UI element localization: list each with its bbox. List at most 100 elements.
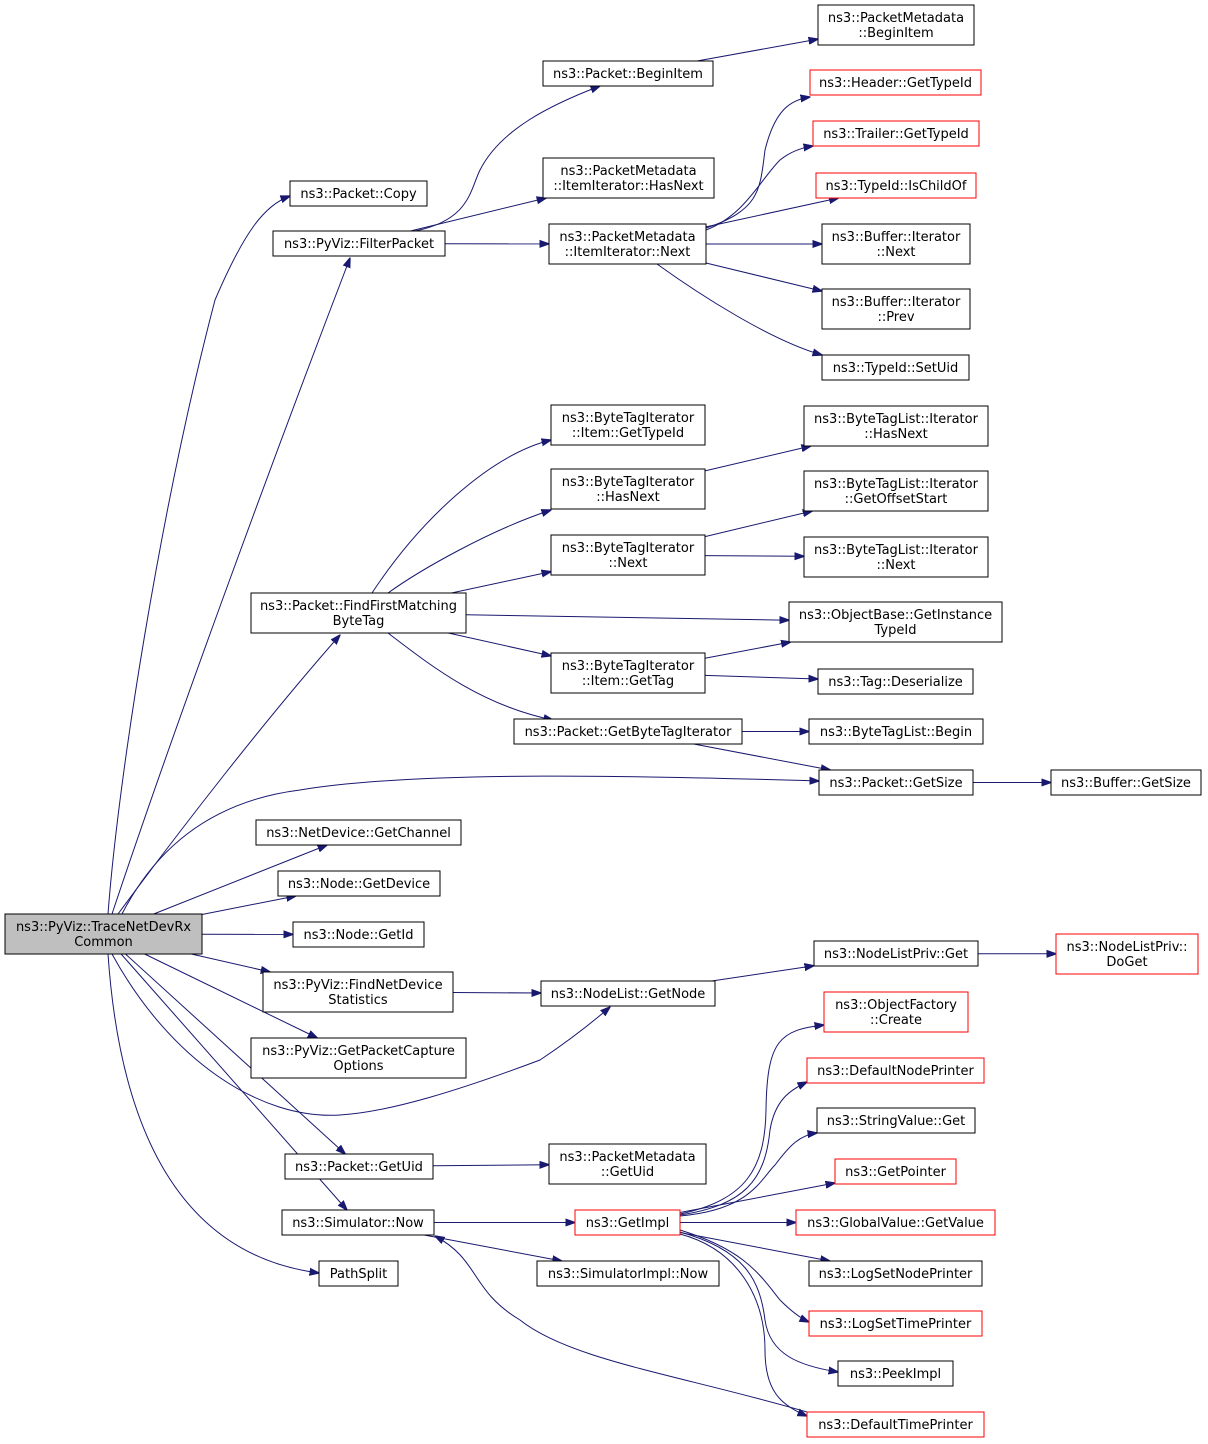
function-node-pm_beginitem[interactable]: ns3::PacketMetadata::BeginItem [817, 4, 975, 46]
node-box [550, 468, 706, 510]
function-node-simulator_now[interactable]: ns3::Simulator::Now [281, 1209, 435, 1236]
node-box [834, 1158, 957, 1185]
node-label-line: ns3::Packet::GetByteTagIterator [525, 725, 733, 740]
node-box [262, 971, 454, 1013]
call-edge-bti_next-to-btl_next [704, 556, 804, 557]
call-edge-bti_item_gettag-to-tag_deserialize [704, 675, 818, 679]
node-box [281, 1209, 435, 1236]
node-box [1055, 933, 1199, 975]
node-box [277, 870, 441, 897]
node-label-line: ns3::Tag::Deserialize [828, 675, 963, 690]
node-label-line: ns3::ObjectBase::GetInstance [799, 608, 992, 623]
function-node-bti_hasnext[interactable]: ns3::ByteTagIterator::HasNext [550, 468, 706, 510]
node-label-line: ns3::ByteTagList::Begin [820, 725, 972, 740]
function-node-bti_item_gettypeid[interactable]: ns3::ByteTagIterator::Item::GetTypeId [550, 404, 706, 446]
call-edge-root-to-getpacketcaptureoptions [144, 953, 318, 1038]
function-node-netdevice_getchannel[interactable]: ns3::NetDevice::GetChannel [255, 819, 462, 846]
call-edge-root-to-pathsplit [107, 953, 319, 1273]
node-label-line: ns3::TypeId::IsChildOf [826, 179, 967, 194]
function-node-packet_getuid[interactable]: ns3::Packet::GetUid [284, 1153, 434, 1180]
function-node-pm_hasnext[interactable]: ns3::PacketMetadata::ItemIterator::HasNe… [542, 157, 715, 199]
function-node-typeid_ischildof[interactable]: ns3::TypeId::IsChildOf [815, 172, 977, 199]
function-node-peekimpl[interactable]: ns3::PeekImpl [837, 1360, 954, 1387]
node-label-line: Statistics [328, 993, 388, 1008]
function-node-btl_getoffsetstart[interactable]: ns3::ByteTagList::Iterator::GetOffsetSta… [803, 470, 989, 512]
function-node-typeid_setuid[interactable]: ns3::TypeId::SetUid [821, 354, 970, 381]
call-edge-getimpl-to-getpointer [679, 1183, 835, 1213]
call-edge-pm_next-to-buf_prev [705, 262, 822, 291]
node-label-line: ::GetOffsetStart [845, 492, 948, 507]
function-node-getpointer[interactable]: ns3::GetPointer [834, 1158, 957, 1185]
node-box [550, 534, 706, 576]
function-node-filterpacket[interactable]: ns3::PyViz::FilterPacket [272, 230, 446, 257]
function-node-getbytetagiterator[interactable]: ns3::Packet::GetByteTagIterator [513, 718, 743, 745]
function-node-bti_item_gettag[interactable]: ns3::ByteTagIterator::Item::GetTag [550, 652, 706, 694]
node-label-line: ns3::Node::GetId [304, 928, 414, 943]
function-node-packet_getsize[interactable]: ns3::Packet::GetSize [818, 769, 974, 796]
function-node-beginitem[interactable]: ns3::Packet::BeginItem [542, 60, 714, 87]
call-edge-getimpl-to-stringvalue_get [679, 1133, 817, 1217]
node-label-line: ns3::PyViz::FilterPacket [284, 237, 434, 252]
function-node-copy[interactable]: ns3::Packet::Copy [289, 180, 428, 207]
node-label-line: TypeId [874, 623, 917, 638]
call-edge-getimpl-to-defaulttimeprinter [679, 1233, 807, 1416]
function-node-node_getdevice[interactable]: ns3::Node::GetDevice [277, 870, 441, 897]
call-edge-getimpl-to-logsetnodeprinter [679, 1232, 830, 1262]
node-box [536, 1260, 720, 1287]
function-node-buf_prev[interactable]: ns3::Buffer::Iterator::Prev [821, 288, 971, 330]
function-node-btl_begin[interactable]: ns3::ByteTagList::Begin [808, 718, 984, 745]
node-box [1050, 769, 1202, 796]
function-node-nodelistpriv_doget[interactable]: ns3::NodeListPriv::DoGet [1055, 933, 1199, 975]
node-label-line: ns3::ByteTagList::Iterator [814, 412, 979, 427]
function-node-nodelistpriv_get[interactable]: ns3::NodeListPriv::Get [813, 940, 979, 967]
node-label-line: ns3::DefaultNodePrinter [817, 1064, 974, 1079]
function-node-logsettimeprinter[interactable]: ns3::LogSetTimePrinter [808, 1310, 983, 1337]
function-node-stringvalue_get[interactable]: ns3::StringValue::Get [816, 1107, 976, 1134]
call-edge-root-to-findnetdevicestats [191, 953, 270, 972]
call-edge-root-to-nodelist_getnode [111, 953, 610, 1116]
function-node-buffer_getsize[interactable]: ns3::Buffer::GetSize [1050, 769, 1202, 796]
node-label-line: ::Next [876, 558, 915, 573]
node-box [808, 718, 984, 745]
function-node-pm_next[interactable]: ns3::PacketMetadata::ItemIterator::Next [548, 223, 707, 265]
function-node-logsetnodeprinter[interactable]: ns3::LogSetNodePrinter [808, 1260, 983, 1287]
node-box [837, 1360, 954, 1387]
function-node-globalvalue_getvalue[interactable]: ns3::GlobalValue::GetValue [795, 1209, 996, 1236]
call-edge-findfirstmatching-to-bti_hasnext [387, 510, 551, 594]
function-node-btl_hasnext[interactable]: ns3::ByteTagList::Iterator::HasNext [803, 405, 989, 447]
node-label-line: ns3::ByteTagList::Iterator [814, 477, 979, 492]
node-label-line: ns3::Node::GetDevice [288, 877, 430, 892]
call-edge-getbytetagiterator-to-packet_getsize [693, 743, 831, 770]
node-label-line: ns3::Buffer::GetSize [1061, 776, 1191, 791]
call-edge-pm_next-to-typeid_setuid [656, 263, 822, 355]
node-label-line: ns3::PacketMetadata [560, 164, 696, 179]
function-node-btl_next[interactable]: ns3::ByteTagList::Iterator::Next [803, 536, 989, 578]
function-node-bti_next[interactable]: ns3::ByteTagIterator::Next [550, 534, 706, 576]
call-edge-pm_next-to-typeid_ischildof [705, 198, 839, 228]
function-node-tag_deserialize[interactable]: ns3::Tag::Deserialize [817, 668, 974, 695]
function-node-buf_next[interactable]: ns3::Buffer::Iterator::Next [821, 223, 971, 265]
function-node-trailer_gettypeid[interactable]: ns3::Trailer::GetTypeId [812, 120, 980, 147]
function-node-pm_getuid[interactable]: ns3::PacketMetadata::GetUid [548, 1143, 707, 1185]
function-node-defaulttimeprinter[interactable]: ns3::DefaultTimePrinter [806, 1411, 985, 1438]
node-box [550, 404, 706, 446]
function-node-pathsplit[interactable]: PathSplit [318, 1260, 399, 1287]
function-node-header_gettypeid[interactable]: ns3::Header::GetTypeId [809, 69, 982, 96]
node-label-line: ::Next [608, 556, 647, 571]
function-node-nodelist_getnode[interactable]: ns3::NodeList::GetNode [540, 980, 716, 1007]
node-label-line: ns3::PyViz::TraceNetDevRx [16, 920, 191, 935]
node-box [808, 1260, 983, 1287]
function-node-node_getid[interactable]: ns3::Node::GetId [292, 921, 425, 948]
function-node-defaultnodeprinter[interactable]: ns3::DefaultNodePrinter [806, 1057, 985, 1084]
function-node-simulatorimpl_now[interactable]: ns3::SimulatorImpl::Now [536, 1260, 720, 1287]
function-node-objectfactory_create[interactable]: ns3::ObjectFactory::Create [823, 991, 969, 1033]
node-label-line: ns3::NodeListPriv::Get [824, 947, 968, 962]
node-box [250, 592, 467, 634]
function-node-getimpl[interactable]: ns3::GetImpl [574, 1209, 681, 1236]
call-edge-findfirstmatching-to-bti_item_gettag [448, 632, 551, 656]
